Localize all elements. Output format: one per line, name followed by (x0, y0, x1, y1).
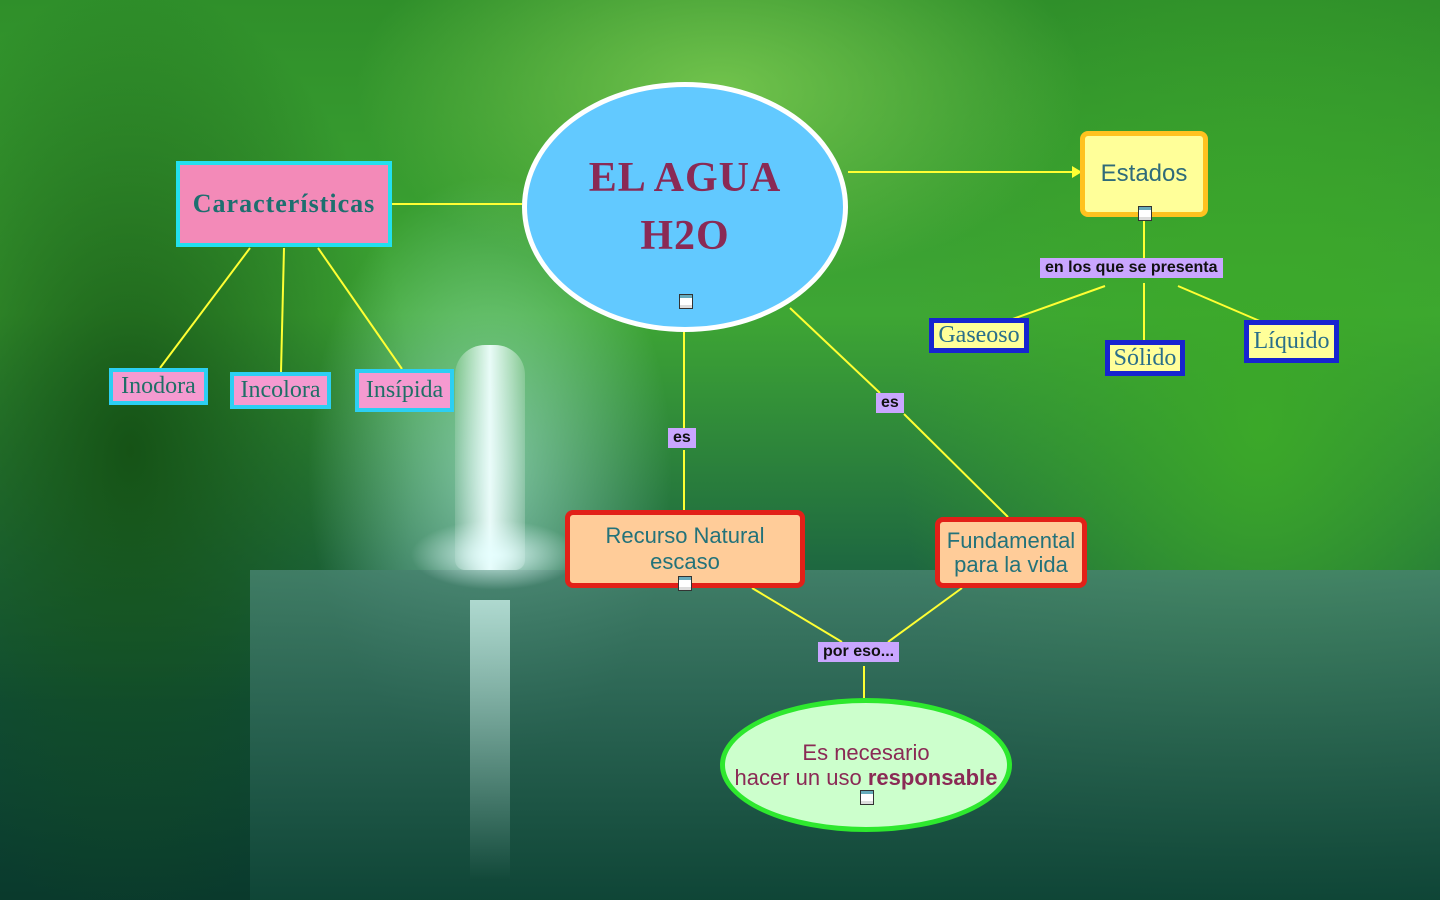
link-fundamental-poreso (887, 587, 963, 643)
link-caract-incolora (280, 247, 285, 373)
link-main-es2 (789, 307, 881, 394)
document-icon[interactable] (1138, 206, 1152, 221)
insipida-node[interactable]: Insípida (355, 369, 454, 412)
recurso-node[interactable]: Recurso Natural escaso (565, 510, 805, 588)
link-label-es[interactable]: es (876, 393, 904, 413)
gaseoso-node[interactable]: Gaseoso (929, 318, 1029, 353)
liquido-node[interactable]: Líquido (1244, 320, 1339, 363)
fundamental-line2: para la vida (954, 551, 1068, 577)
responsable-node[interactable]: Es necesario hacer un uso responsable (720, 698, 1012, 832)
caracteristicas-node[interactable]: Características (176, 161, 392, 247)
water-reflection (470, 600, 510, 880)
fundamental-line1: Fundamental (946, 527, 1076, 553)
responsable-line1: Es necesario (802, 740, 930, 765)
document-icon[interactable] (860, 790, 874, 805)
main-title-line1: EL AGUA (588, 155, 782, 201)
image-icon[interactable] (678, 576, 692, 591)
link-label-es[interactable]: es (668, 428, 696, 448)
document-icon[interactable] (679, 294, 693, 309)
link-presenta-liquido (1177, 285, 1263, 323)
arrowhead-estados (1072, 166, 1082, 178)
responsable-line2-bold: responsable (867, 765, 998, 790)
link-caract-insipida (317, 247, 403, 370)
solido-node[interactable]: Sólido (1105, 340, 1185, 376)
link-label-presenta[interactable]: en los que se presenta (1040, 258, 1223, 278)
waterfall-mist (410, 520, 580, 590)
fundamental-node[interactable]: Fundamental para la vida (935, 517, 1087, 588)
main-title-line2: H2O (640, 213, 730, 259)
link-label-por-eso[interactable]: por eso... (818, 642, 900, 662)
link-caract-inodora (159, 247, 251, 369)
responsable-line2: hacer un uso responsable (735, 765, 998, 790)
link-recurso-poreso (751, 587, 843, 643)
incolora-node[interactable]: Incolora (230, 372, 331, 409)
estados-node[interactable]: Estados (1080, 131, 1208, 217)
inodora-node[interactable]: Inodora (109, 368, 208, 405)
main-concept-node[interactable]: EL AGUA H2O (522, 82, 848, 332)
link-presenta-gaseoso (1009, 285, 1106, 321)
responsable-line2-prefix: hacer un uso (734, 765, 868, 790)
link-es2-fundamental (903, 413, 1009, 518)
